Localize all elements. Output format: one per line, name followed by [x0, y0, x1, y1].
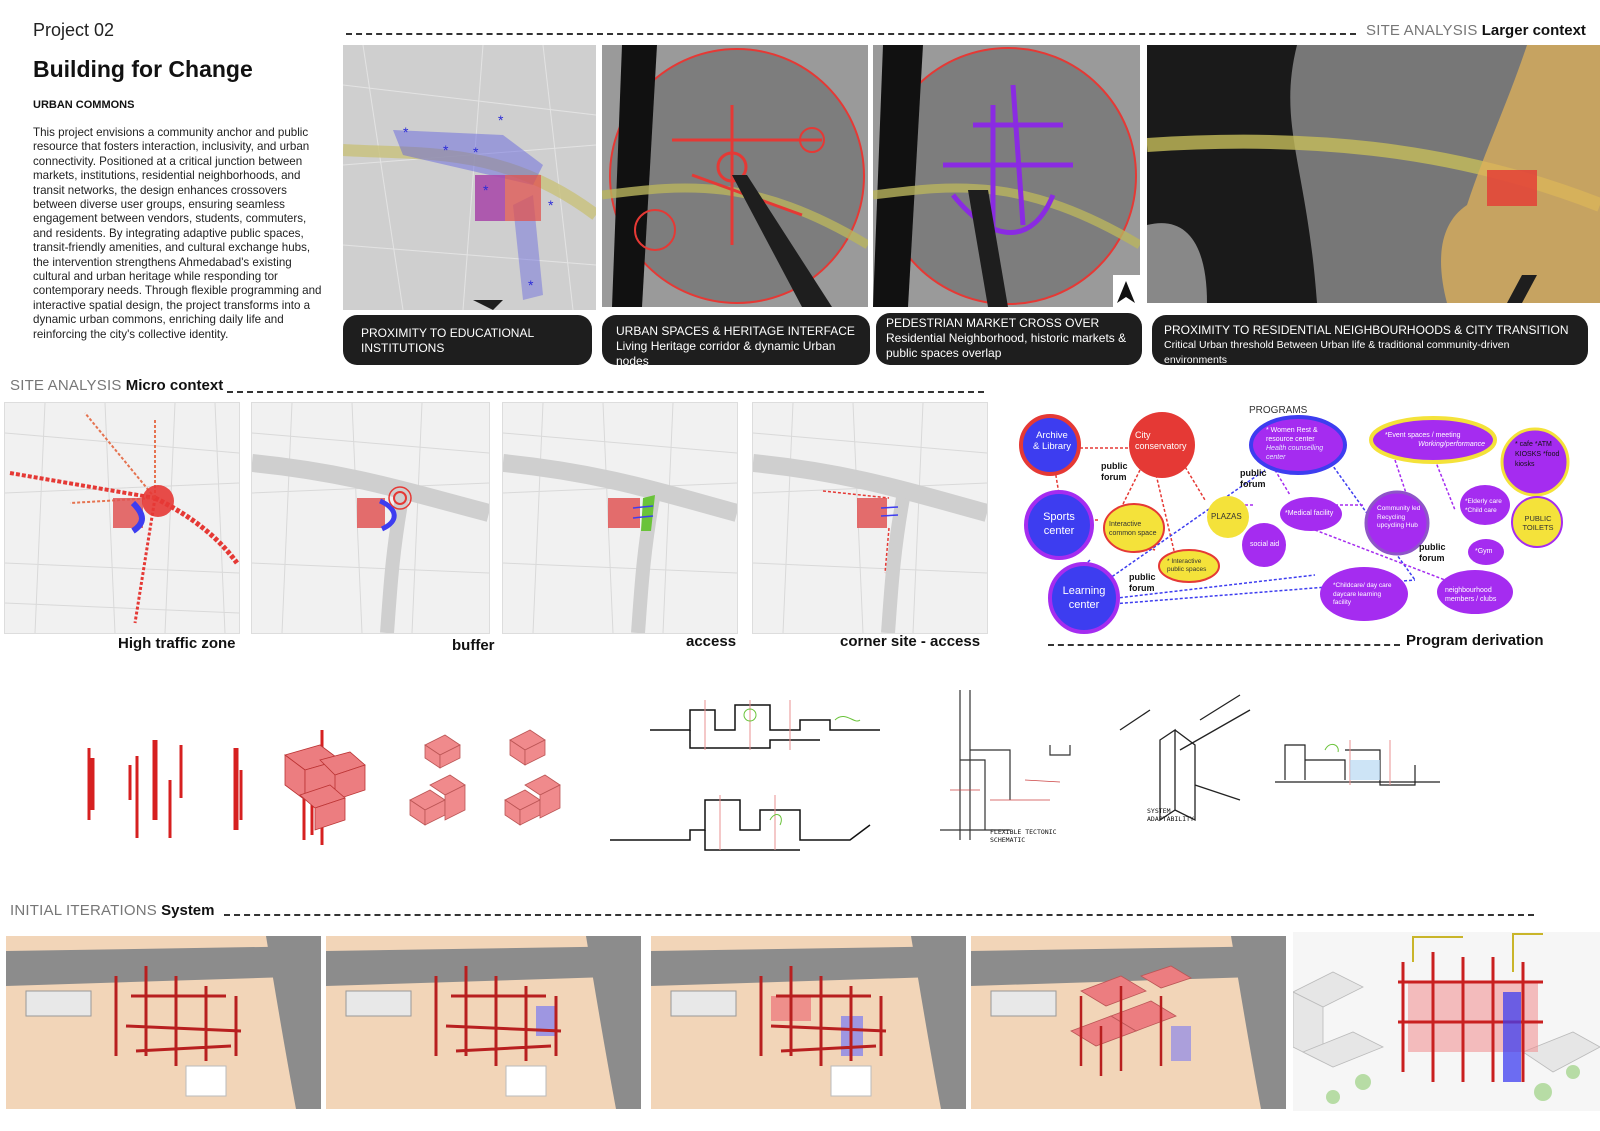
callout-line: public spaces overlap — [886, 346, 1002, 360]
project-description: This project envisions a community ancho… — [33, 126, 322, 341]
svg-text:*: * — [403, 124, 409, 140]
callout-line: PROXIMITY TO RESIDENTIAL NEIGHBOURHOODS … — [1164, 323, 1569, 337]
node-event-sub: Working/performance — [1418, 441, 1485, 448]
callout-line: PROXIMITY TO EDUCATIONAL — [361, 326, 535, 340]
top-divider — [346, 33, 1356, 35]
node-interactive-public: * Interactive public spaces — [1167, 558, 1207, 573]
node-women-rest: * Women Rest & resource center Health co… — [1266, 426, 1336, 462]
iteration-2 — [326, 936, 641, 1109]
iteration-5 — [1293, 932, 1600, 1111]
callout-pedestrian: PEDESTRIAN MARKET CROSS OVER Residential… — [876, 313, 1142, 365]
heading-light: INITIAL ITERATIONS — [10, 902, 157, 919]
label-buffer: buffer — [452, 637, 495, 654]
node-sports: Sports center — [1043, 511, 1075, 537]
map-residential-transition — [1147, 45, 1600, 303]
node-plazas: PLAZAS — [1211, 512, 1242, 521]
node-medical: *Medical facility — [1285, 510, 1334, 517]
callout-educational: PROXIMITY TO EDUCATIONAL INSTITUTIONS — [343, 315, 592, 365]
forum-label: public forum — [1129, 572, 1156, 593]
label-access: access — [686, 633, 737, 650]
callout-line: Living Heritage corridor & dynamic Urban… — [616, 339, 836, 368]
iteration-1 — [6, 936, 321, 1109]
map-educational-proximity: * * * * * * * — [343, 45, 596, 310]
subtitle: URBAN COMMONS — [33, 99, 135, 111]
node-childcare: *Childcare/ day care daycare learning fa… — [1333, 582, 1392, 606]
sketch-note-system: SYSTEM ADAPTABILITY — [1147, 807, 1194, 823]
iterations-heading: INITIAL ITERATIONS System — [10, 902, 215, 919]
node-elderly-care: *Elderly care *Child care — [1465, 498, 1502, 514]
svg-text:*: * — [498, 112, 504, 128]
node-neighbourhood: neighbourhood members / clubs — [1445, 587, 1497, 603]
callout-line: URBAN SPACES & HERITAGE INTERFACE — [616, 324, 855, 338]
svg-text:*: * — [548, 197, 554, 213]
heading-bold: System — [161, 902, 215, 919]
node-event-spaces: *Event spaces / meeting Working/performa… — [1385, 431, 1485, 449]
callout-residential: PROXIMITY TO RESIDENTIAL NEIGHBOURHOODS … — [1152, 315, 1588, 366]
heading-light: SITE ANALYSIS — [10, 377, 122, 394]
sketch-row: SYSTEM ADAPTABILITY FLEXIBLE TECTONIC SC… — [0, 690, 1600, 890]
svg-text:*: * — [473, 144, 479, 160]
micro-context-heading: SITE ANALYSIS Micro context — [10, 377, 223, 394]
program-diagram: PROGRAMS Archive & Library City conserva… — [1015, 400, 1600, 640]
iteration-3 — [651, 936, 966, 1109]
callout-line: Residential Neighborhood, historic marke… — [886, 331, 1127, 345]
heading-light: SITE ANALYSIS — [1366, 22, 1478, 39]
node-archive: Archive & Library — [1032, 430, 1071, 452]
larger-context-heading: SITE ANALYSIS Larger context — [1366, 22, 1586, 39]
label-high-traffic: High traffic zone — [118, 635, 236, 652]
page-title: Building for Change — [33, 56, 253, 82]
sketch-note-tectonic: FLEXIBLE TECTONIC SCHEMATIC — [990, 828, 1057, 844]
map-heritage-interface — [602, 45, 868, 307]
map-high-traffic — [4, 402, 240, 634]
programs-title: PROGRAMS — [1249, 405, 1308, 416]
project-number: Project 02 — [33, 20, 115, 40]
program-derivation-caption: Program derivation — [1406, 632, 1544, 649]
svg-text:*: * — [443, 142, 449, 158]
map-buffer — [251, 402, 490, 634]
forum-label: public forum — [1419, 542, 1446, 563]
heading-bold: Larger context — [1481, 22, 1586, 39]
callout-line: PEDESTRIAN MARKET CROSS OVER — [886, 316, 1100, 330]
callout-line: Critical Urban threshold Between Urban l… — [1164, 339, 1510, 366]
svg-text:*: * — [528, 277, 534, 293]
label-corner-site: corner site - access — [840, 633, 981, 650]
node-gym: *Gym — [1475, 548, 1493, 555]
program-divider — [1048, 644, 1400, 646]
node-social-aid: social aid — [1250, 541, 1280, 548]
node-women-rest-label: * Women Rest & resource center — [1266, 427, 1318, 443]
node-women-rest-sub: Health counselling center — [1266, 445, 1324, 461]
callout-heritage: URBAN SPACES & HERITAGE INTERFACE Living… — [602, 315, 870, 368]
iterations-divider — [224, 914, 1534, 916]
node-interactive-common: Interactive common space — [1109, 521, 1157, 537]
node-city-conservatory: City conservatory — [1135, 430, 1187, 451]
callout-line: INSTITUTIONS — [361, 341, 445, 355]
node-community-recycling: Community led Recycling upcycling Hub — [1377, 505, 1421, 529]
node-public-toilets: PUBLIC TOILETS — [1522, 514, 1554, 532]
map-corner-access — [752, 402, 988, 634]
heading-bold: Micro context — [125, 377, 224, 394]
svg-text:*: * — [483, 182, 489, 198]
node-event-label: *Event spaces / meeting — [1385, 432, 1461, 439]
iteration-4 — [971, 936, 1286, 1109]
micro-divider — [227, 391, 984, 393]
node-cafe: * cafe *ATM KIOSKS *food kiosks — [1515, 441, 1560, 468]
node-learning: Learning center — [1062, 585, 1106, 611]
forum-label: public forum — [1101, 461, 1128, 482]
map-access — [502, 402, 738, 634]
forum-label: public forum — [1240, 468, 1267, 489]
map-pedestrian-market — [873, 45, 1140, 307]
